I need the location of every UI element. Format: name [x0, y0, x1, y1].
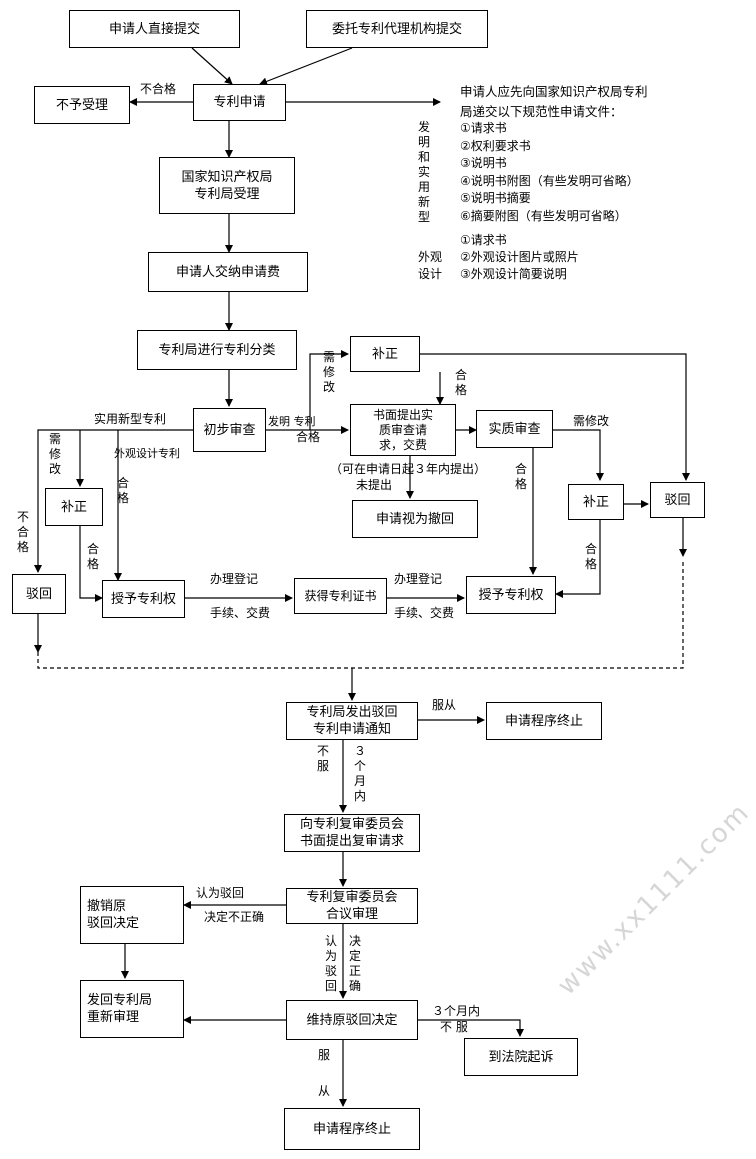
- terminate-box-2: 申请程序终止: [284, 1108, 420, 1150]
- correction-left-box: 补正: [45, 488, 103, 526]
- pass-top-label: 合格: [296, 430, 321, 444]
- three-months-2-label: ３个月内: [432, 1004, 481, 1018]
- comply-label-a: 服: [318, 1048, 331, 1062]
- board-review-box: 专利复审委员会 合议审理: [286, 888, 418, 924]
- decision-right-vlabel: 决定正确: [348, 934, 361, 993]
- correction-right-box: 补正: [568, 484, 624, 520]
- substantive-exam-box: 实质审查: [476, 410, 553, 448]
- pass-sub-label: 合格: [514, 462, 527, 491]
- fail-top-label: 不合格: [140, 82, 177, 96]
- three-months-label: ３个月内: [353, 744, 366, 803]
- maintain-box: 维持原驳回决定: [286, 1000, 418, 1040]
- prelim-exam-box: 初步审查: [193, 408, 266, 452]
- written-request-box: 书面提出实 质审查请 求，交费: [350, 404, 456, 456]
- reexam-request-box: 向专利复审委员会 书面提出复审请求: [284, 814, 420, 852]
- grant-left-box: 授予专利权: [102, 580, 185, 618]
- flow-connectors: [34, 47, 690, 1107]
- reject-left-box: 驳回: [12, 574, 66, 614]
- need-modify-left-label: 需修改: [48, 432, 61, 476]
- pass-right-label: 合格: [584, 542, 597, 571]
- invention-docs-list: ①请求书 ②权利要求书 ③说明书 ④说明书附图（有些发明可省略） ⑤说明书摘要 …: [460, 121, 639, 223]
- reject-right-box: 驳回: [650, 482, 705, 518]
- patent-flowchart: 申请人直接提交 委托专利代理机构提交 不予受理 专利申请 国家知识产权局 专利局…: [12, 10, 756, 1150]
- design-patent-label: 外观设计专利: [114, 447, 180, 460]
- agency-submit-box: 委托专利代理机构提交: [306, 10, 488, 48]
- revoke-box: 撤销原 驳回决定: [80, 886, 184, 944]
- invention-patent-label: 发明 专利: [268, 415, 316, 428]
- office-accept-box: 国家知识产权局 专利局受理: [159, 157, 295, 214]
- certificate-box: 获得专利证书: [294, 578, 387, 614]
- reject-right-vlabel: 认为驳回: [324, 934, 337, 993]
- register-label-1a: 办理登记: [210, 572, 259, 586]
- invention-side-label: 发 明 和 实 用 新 型: [418, 120, 431, 224]
- design-side-label: 外观 设计: [418, 250, 443, 281]
- comply-label-b: 从: [318, 1084, 331, 1098]
- register-label-2b: 手续、交费: [394, 606, 455, 620]
- not-filed-label: 未提出: [356, 478, 393, 492]
- grant-right-box: 授予专利权: [466, 576, 556, 614]
- pass-left-label: 合格: [86, 542, 99, 571]
- terminate-box-1: 申请程序终止: [486, 702, 602, 740]
- register-label-2a: 办理登记: [394, 572, 443, 586]
- not-accepted-box: 不予受理: [34, 86, 130, 124]
- disagree-2-label: 不 服: [440, 1020, 468, 1034]
- direct-submit-box: 申请人直接提交: [69, 10, 240, 48]
- correction-top-box: 补正: [350, 336, 420, 372]
- pass-mid-label: 合格: [454, 368, 467, 397]
- confirm-reject-label: 认为驳回: [196, 886, 245, 900]
- patent-application-box: 专利申请: [193, 84, 286, 121]
- fail-left-label: 不合格: [16, 510, 29, 554]
- need-modify-top-label: 需修改: [322, 350, 335, 394]
- design-docs-list: ①请求书 ②外观设计图片或照片 ③外观设计简要说明: [460, 233, 579, 281]
- pass-design-label: 合格: [116, 476, 129, 505]
- return-reexam-box: 发回专利局 重新审理: [80, 980, 184, 1038]
- classify-box: 专利局进行专利分类: [137, 330, 297, 370]
- need-modify-right-label: 需修改: [573, 414, 610, 428]
- utility-model-label: 实用新型专利: [94, 412, 167, 426]
- requirement-text: 申请人应先向国家知识产权局专利 局递交以下规范性申请文件：: [460, 84, 648, 119]
- wrong-decision-label: 决定不正确: [204, 910, 265, 924]
- pay-fee-box: 申请人交纳申请费: [148, 252, 308, 292]
- disagree-label: 不服: [316, 744, 329, 773]
- rejection-notice-box: 专利局发出驳回 专利申请通知: [286, 702, 418, 740]
- deemed-withdrawn-box: 申请视为撤回: [352, 500, 478, 538]
- register-label-1b: 手续、交费: [210, 606, 271, 620]
- within-3y-label: （可在申请日起３年内提出）: [330, 462, 487, 476]
- accept-decision-label: 服从: [432, 698, 457, 712]
- court-box: 到法院起诉: [464, 1038, 578, 1076]
